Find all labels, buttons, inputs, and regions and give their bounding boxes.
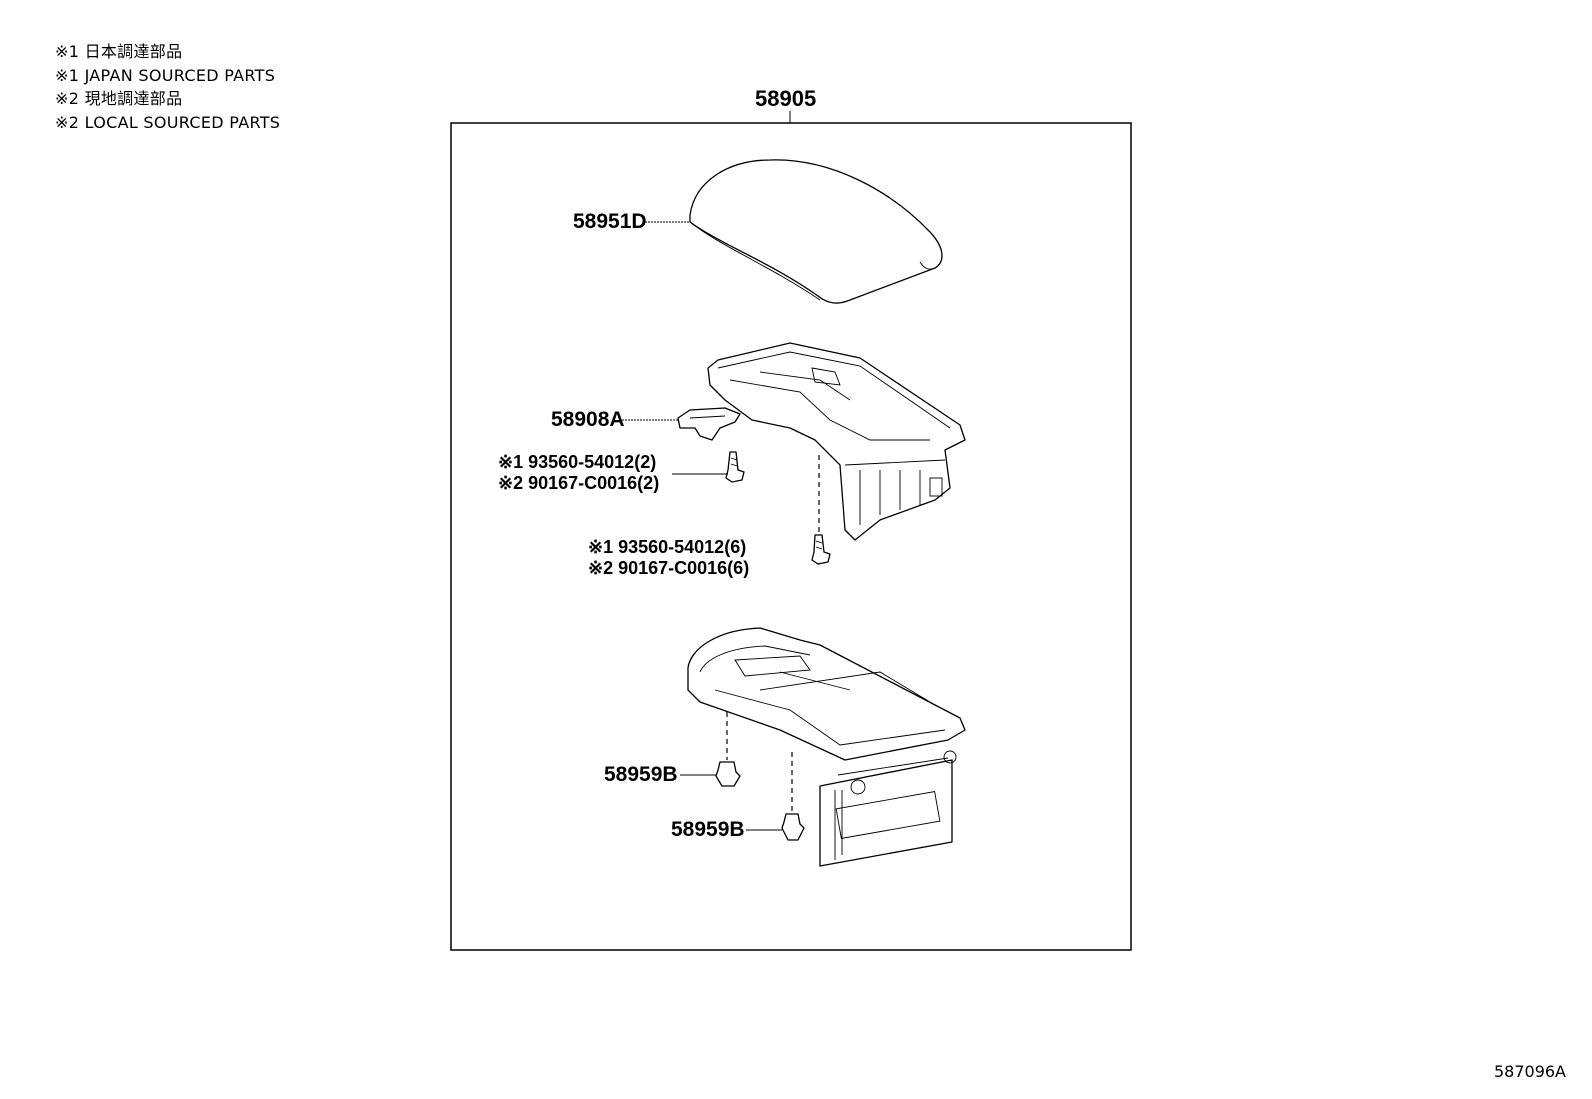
clip-1-part-drawing[interactable] [715, 761, 741, 787]
reference-code: 587096A [1493, 1062, 1566, 1081]
hinge-bracket-part-drawing[interactable] [677, 407, 741, 441]
screw-a-part-drawing[interactable] [725, 451, 745, 483]
lid-part-drawing[interactable] [689, 159, 943, 304]
legend-line-1: ※1 日本調達部品 [55, 42, 183, 61]
hinge-label[interactable]: 58908A [551, 408, 625, 431]
upper-tray-part-drawing[interactable] [707, 342, 966, 541]
legend-line-3: ※2 現地調達部品 [55, 89, 183, 108]
legend-line-4: ※2 LOCAL SOURCED PARTS [55, 112, 281, 132]
legend: ※1 日本調達部品 ※1 JAPAN SOURCED PARTS ※2 現地調達… [55, 40, 280, 134]
clip-1-label[interactable]: 58959B [604, 763, 678, 786]
clip-2-label[interactable]: 58959B [671, 818, 745, 841]
screw-b-label-line-2[interactable]: ※2 90167-C0016(6) [588, 558, 749, 578]
lid-label[interactable]: 58951D [573, 210, 647, 233]
lower-base-part-drawing[interactable] [687, 627, 966, 867]
screw-b-label-line-1[interactable]: ※1 93560-54012(6) [588, 537, 746, 557]
assembly-number-label[interactable]: 58905 [755, 86, 816, 111]
screw-b-part-drawing[interactable] [811, 534, 831, 565]
assembly-frame [450, 122, 1132, 951]
clip-2-part-drawing[interactable] [781, 813, 805, 841]
screw-a-label-line-2[interactable]: ※2 90167-C0016(2) [498, 473, 659, 493]
legend-line-2: ※1 JAPAN SOURCED PARTS [55, 65, 276, 85]
screw-a-label-line-1[interactable]: ※1 93560-54012(2) [498, 452, 656, 472]
